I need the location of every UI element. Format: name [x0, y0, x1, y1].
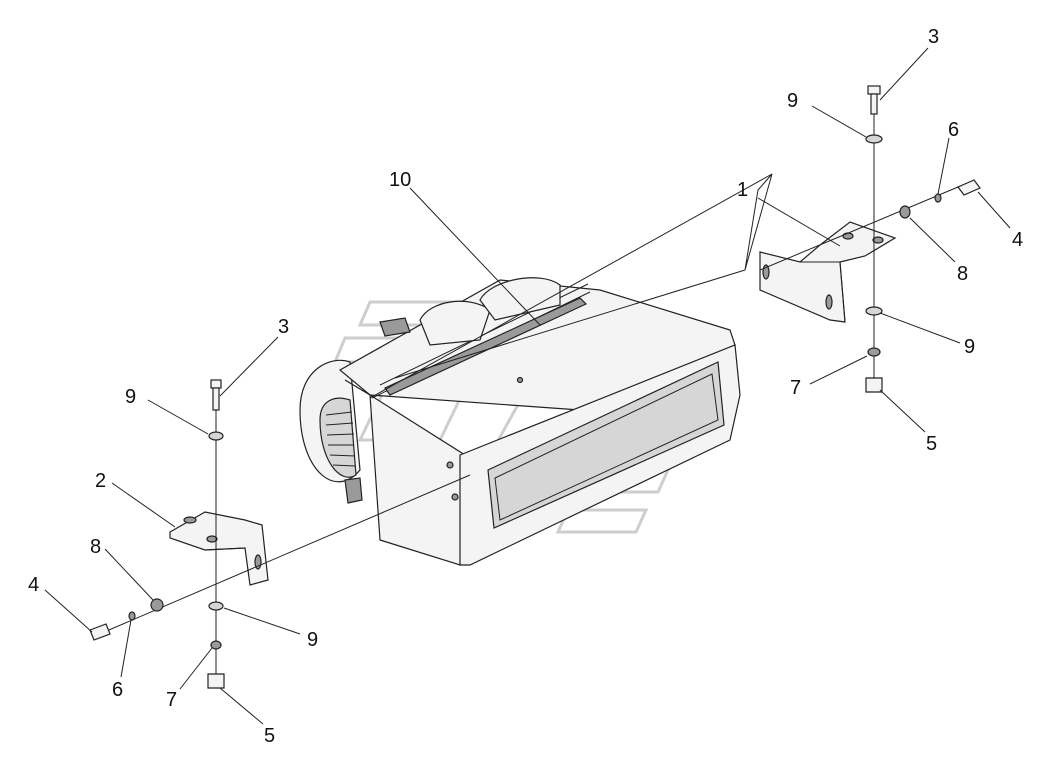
nut-left [207, 673, 225, 689]
hose-nipple [379, 317, 411, 337]
callout-4-right: 4 [1012, 229, 1023, 251]
bolt-head-left [210, 379, 222, 389]
callout-9-right-bottom: 9 [964, 336, 975, 358]
callout-6-left: 6 [112, 679, 123, 701]
callout-6-right: 6 [948, 119, 959, 141]
bottom-fitting [344, 477, 363, 504]
air-outlet-grille [487, 361, 725, 529]
washer-left-top [208, 431, 224, 441]
top-cap-right [479, 277, 561, 321]
fan-wheel [319, 397, 357, 478]
callout-4-left: 4 [28, 574, 39, 596]
left-fastener-stack [89, 379, 471, 689]
bolt-left-side [89, 623, 111, 641]
top-cap-left [419, 300, 491, 346]
lockwasher-left [210, 640, 222, 650]
bolt-shank-right [870, 93, 878, 115]
callout-2: 2 [95, 470, 106, 492]
bolt-right-side [957, 179, 981, 196]
callout-10: 10 [389, 169, 411, 191]
washer-left-bottom [208, 601, 224, 611]
callout-5-left: 5 [264, 725, 275, 747]
bolt-shank-left [212, 387, 220, 411]
housing-left-face [344, 379, 466, 566]
callout-3-left: 3 [278, 316, 289, 338]
bolt-head-right [867, 85, 881, 95]
callout-9-left-bottom: 9 [307, 629, 318, 651]
washer-right-top [865, 134, 883, 144]
callout-8-left: 8 [90, 536, 101, 558]
nut-left-side [150, 598, 164, 612]
callout-9-left-top: 9 [125, 386, 136, 408]
bracket-right-body [759, 221, 897, 323]
callout-7-left: 7 [166, 689, 177, 711]
washer-right-bottom [865, 306, 883, 316]
callout-3-right: 3 [928, 26, 939, 48]
nut-right [865, 377, 883, 393]
fan-blades [325, 411, 356, 467]
callout-1: 1 [737, 179, 748, 201]
lockwasher-left-side [128, 611, 136, 621]
callout-9-right-top: 9 [787, 90, 798, 112]
heater-unit-housing [299, 277, 741, 566]
bracket-left [169, 511, 269, 586]
bracket-right [759, 221, 897, 323]
lockwasher-right [867, 347, 881, 357]
callout-5-right: 5 [926, 433, 937, 455]
leader-lines [44, 47, 1011, 725]
right-fastener-stack [759, 85, 981, 393]
top-seal-strip [384, 297, 588, 396]
callout-labels: 10 1 3 9 6 4 8 9 7 5 3 9 2 8 4 6 7 9 5 [28, 26, 1023, 747]
nut-right-side [899, 205, 911, 219]
callout-7-right: 7 [790, 377, 801, 399]
lockwasher-right-side [934, 193, 942, 203]
bracket-left-body [169, 511, 269, 586]
callout-8-right: 8 [957, 263, 968, 285]
